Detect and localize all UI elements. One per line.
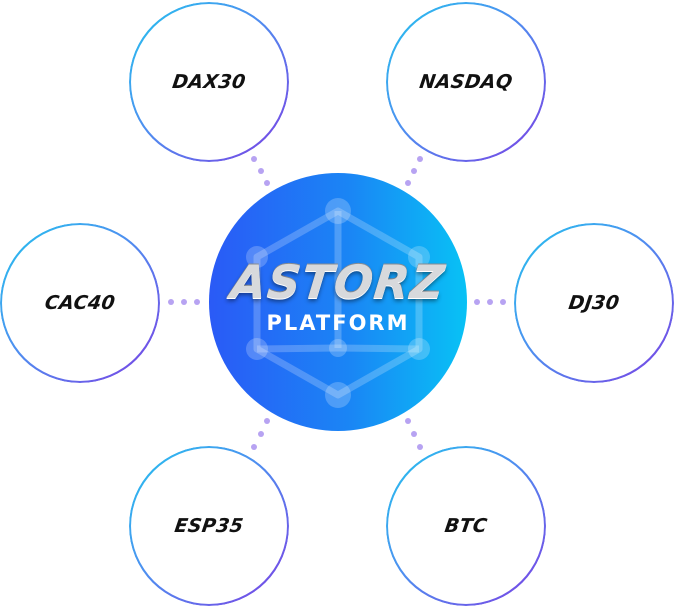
node-dax30: DAX30: [129, 2, 289, 162]
node-label: CAC40: [43, 292, 117, 314]
node-cac40: CAC40: [0, 223, 160, 383]
node-label: NASDAQ: [418, 71, 514, 93]
platform-subtitle: PLATFORM: [266, 311, 410, 335]
node-label: ESP35: [173, 515, 245, 537]
node-btc: BTC: [386, 446, 546, 606]
node-label: BTC: [443, 515, 489, 537]
network-hexagon-icon: [246, 198, 430, 408]
node-esp35: ESP35: [129, 446, 289, 606]
platform-hub: ASTORZ PLATFORM: [209, 173, 467, 431]
platform-title: ASTORZ: [228, 255, 448, 309]
node-label: DAX30: [170, 71, 248, 93]
node-nasdaq: NASDAQ: [386, 2, 546, 162]
node-dj30: DJ30: [514, 223, 674, 383]
node-label: DJ30: [567, 292, 621, 314]
